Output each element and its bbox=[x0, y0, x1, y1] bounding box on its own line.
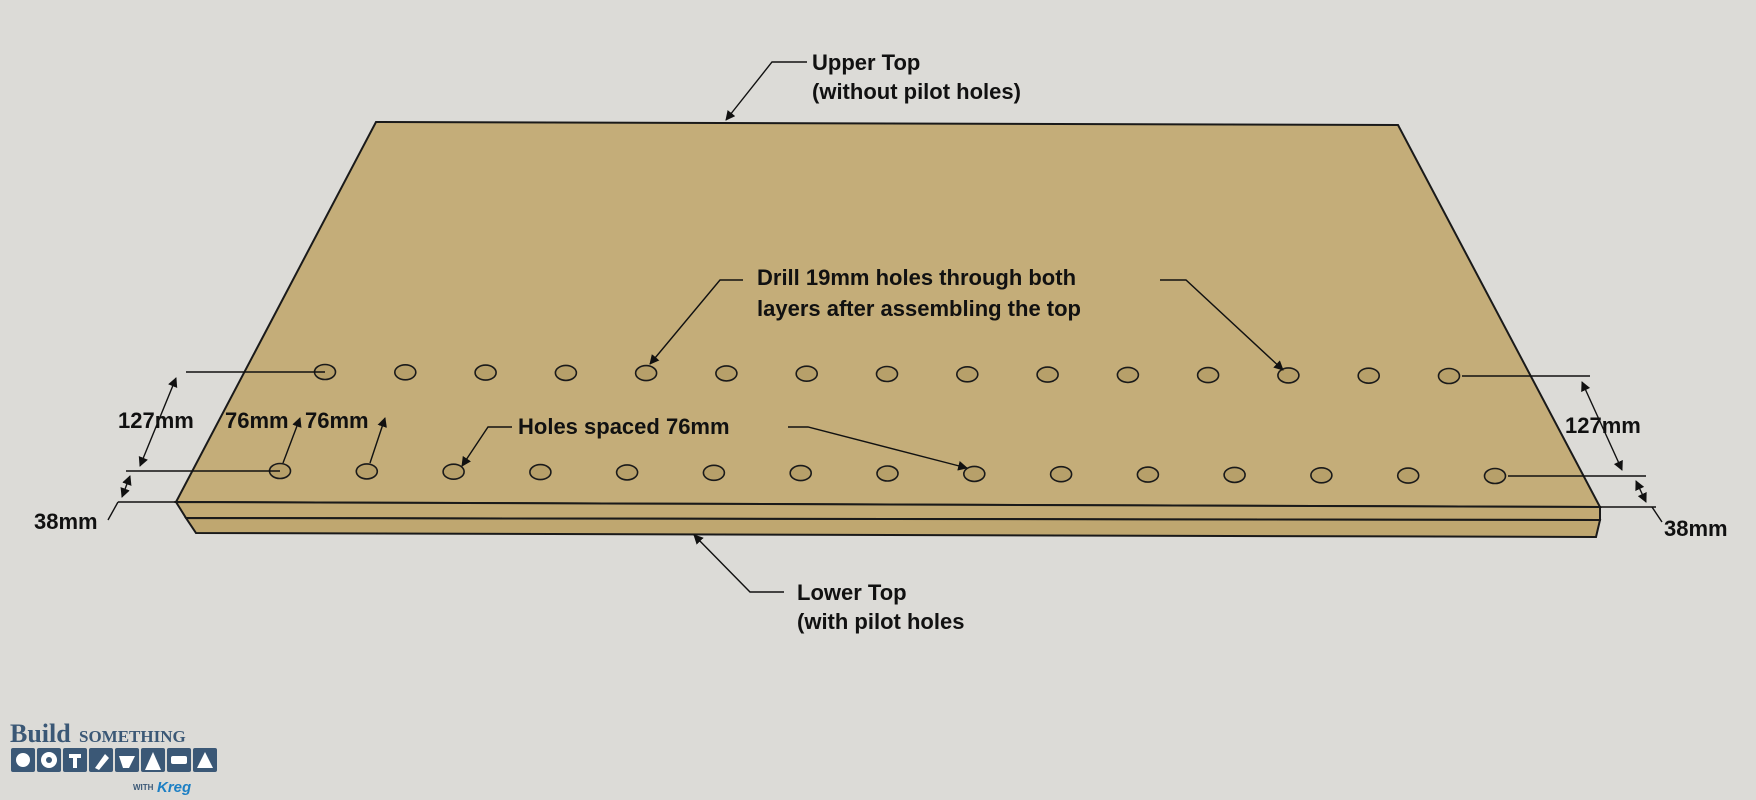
right-127mm-label: 127mm bbox=[1565, 413, 1641, 438]
back-hole-row bbox=[313, 363, 1461, 385]
front-row-hole bbox=[876, 465, 899, 482]
drill-note-leader-left bbox=[649, 279, 743, 365]
spacing-a-label: 76mm bbox=[225, 408, 289, 433]
logo-center-dot bbox=[46, 757, 52, 763]
spacing-tick-a bbox=[282, 417, 302, 464]
back-row-hole bbox=[393, 363, 417, 381]
back-row-hole bbox=[1437, 367, 1461, 385]
front-row-hole bbox=[789, 464, 813, 482]
drill-note-line-1: Drill 19mm holes through both bbox=[757, 265, 1076, 290]
back-row-hole bbox=[474, 364, 497, 381]
back-row-hole bbox=[875, 365, 899, 383]
back-row-hole bbox=[1196, 366, 1220, 384]
front-row-hole bbox=[1483, 467, 1507, 485]
back-row-hole bbox=[795, 365, 819, 383]
front-row-hole bbox=[529, 463, 552, 481]
right-38mm-label: 38mm bbox=[1664, 516, 1728, 541]
back-row-hole bbox=[554, 364, 578, 382]
back-row-hole bbox=[1116, 366, 1140, 384]
spacing-b-label: 76mm bbox=[305, 408, 369, 433]
front-row-hole bbox=[702, 464, 726, 482]
front-row-hole bbox=[962, 465, 986, 483]
front-row-hole bbox=[1223, 466, 1246, 484]
spacing-leader-right bbox=[788, 426, 968, 471]
leader-lines bbox=[107, 61, 1663, 593]
lower-top-leader bbox=[693, 534, 784, 593]
drill-note-leader-right bbox=[1160, 279, 1284, 371]
front-row-hole bbox=[442, 463, 465, 481]
spacing-tick-b bbox=[369, 417, 387, 464]
front-row-hole bbox=[1049, 465, 1073, 483]
back-row-hole bbox=[1036, 366, 1059, 383]
logo-word-build: Build bbox=[10, 719, 71, 748]
back-row-hole bbox=[634, 364, 658, 382]
logo-word-something: SOMETHING bbox=[79, 727, 186, 746]
front-hole-row bbox=[268, 462, 1507, 485]
left-38-leader bbox=[107, 501, 119, 521]
lower-top-front-edge bbox=[184, 516, 1602, 539]
front-row-hole bbox=[1396, 467, 1420, 484]
left-127mm-label: 127mm bbox=[118, 408, 194, 433]
front-row-hole bbox=[355, 463, 379, 480]
upper-top-leader bbox=[725, 61, 807, 121]
front-row-hole bbox=[615, 464, 639, 481]
hole-spacing-label: Holes spaced 76mm bbox=[518, 414, 730, 439]
right-dim-127 bbox=[1581, 381, 1623, 471]
lower-top-sublabel: (with pilot holes bbox=[797, 609, 964, 634]
upper-top-sublabel: (without pilot holes) bbox=[812, 79, 1021, 104]
left-dim-38 bbox=[120, 475, 132, 498]
back-row-hole bbox=[1357, 367, 1380, 385]
left-dim-127 bbox=[138, 377, 178, 467]
logo-tool-glyphs bbox=[16, 752, 213, 770]
right-dim-38 bbox=[1635, 480, 1647, 503]
board-layer-seam bbox=[185, 517, 1601, 521]
build-something-logo: Build SOMETHING WITH Kreg bbox=[10, 719, 217, 796]
spacing-leader-left bbox=[461, 426, 512, 467]
front-row-hole bbox=[1310, 466, 1333, 484]
logo-with-text: WITH bbox=[133, 783, 154, 792]
left-38mm-label: 38mm bbox=[34, 509, 98, 534]
back-row-hole bbox=[715, 365, 738, 382]
logo-kreg-text: Kreg bbox=[157, 779, 191, 796]
right-38-leader bbox=[1651, 506, 1663, 523]
back-row-hole bbox=[955, 365, 979, 383]
upper-top-label: Upper Top bbox=[812, 50, 920, 75]
back-row-hole bbox=[1277, 367, 1300, 384]
front-row-hole bbox=[1136, 466, 1160, 483]
drill-note-line-2: layers after assembling the top bbox=[757, 296, 1081, 321]
lower-top-label: Lower Top bbox=[797, 580, 907, 605]
